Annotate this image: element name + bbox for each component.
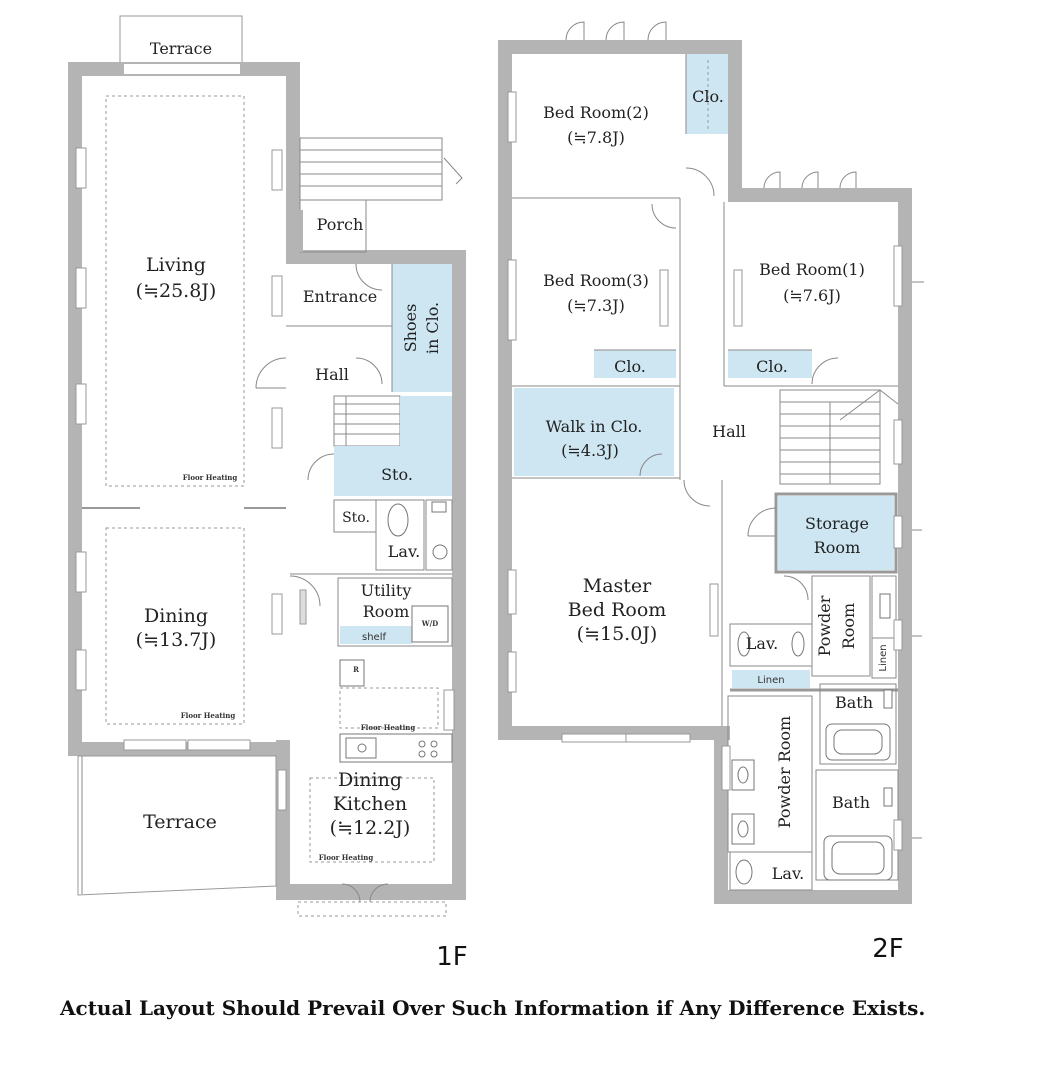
washer-dryer (411, 605, 449, 643)
label-refrigerator: R (353, 665, 359, 674)
floor-2-plan (498, 21, 924, 904)
terrace-opening (124, 64, 240, 74)
label-powder-room-upper-2: Room (839, 603, 858, 649)
wall (452, 250, 466, 900)
linen-closet-horizontal (732, 670, 810, 688)
top-terrace-area (119, 15, 243, 69)
storage-closet (334, 396, 452, 496)
label-dining-kitchen-size: (≒12.2J) (330, 817, 411, 839)
lavatory (375, 499, 425, 571)
utility-room (337, 577, 453, 647)
storage-room (778, 496, 894, 570)
floor-label-2f: 2F (872, 934, 904, 964)
floor-label-1f: 1F (436, 942, 468, 972)
label-entrance: Entrance (303, 287, 377, 306)
label-shelf: shelf (362, 632, 386, 643)
label-utility-1: Utility (361, 581, 412, 600)
label-closet-bed2: Clo. (692, 87, 724, 106)
label-shoes-closet-1: Shoes (401, 304, 420, 353)
label-lav-upper: Lav. (746, 634, 778, 653)
label-bed-room-3: Bed Room(3) (543, 271, 649, 290)
note-floor-heating-kitchen: Floor Heating (361, 723, 416, 732)
label-hall-1f: Hall (315, 365, 349, 384)
label-master-1: Master (583, 575, 652, 597)
lavatory-lower (729, 851, 813, 891)
closet-bed2 (686, 54, 728, 134)
label-linen-vertical: Linen (878, 644, 889, 671)
label-terrace-top: Terrace (150, 39, 212, 58)
bottom-terrace-area (77, 755, 277, 896)
walk-in-closet (514, 388, 674, 476)
label-living: Living (146, 254, 206, 276)
label-terrace-bottom: Terrace (143, 811, 217, 833)
label-shoes-closet-2: in Clo. (423, 302, 442, 354)
label-master-size: (≒15.0J) (577, 623, 658, 645)
label-dining: Dining (144, 605, 208, 627)
wall (276, 740, 290, 900)
label-bath-lower: Bath (832, 793, 870, 812)
label-dining-kitchen-1: Dining (338, 769, 402, 791)
label-dining-kitchen-2: Kitchen (333, 793, 407, 815)
label-bed-room-1-size: (≒7.6J) (783, 286, 841, 305)
label-walk-in-closet-size: (≒4.3J) (561, 441, 619, 460)
label-powder-room-lower: Powder Room (775, 716, 794, 828)
dining-floor-heating-zone (105, 527, 245, 725)
wall (728, 40, 742, 200)
note-floor-heating-dk: Floor Heating (319, 853, 374, 862)
porch-steps (299, 137, 443, 201)
linen-closet-vertical (871, 637, 897, 679)
refrigerator (339, 659, 365, 687)
label-lav-1f: Lav. (388, 542, 420, 561)
wall (286, 62, 300, 252)
label-hall-2f: Hall (712, 422, 746, 441)
label-powder-room-upper-1: Powder (815, 595, 834, 656)
label-washer-dryer: W/D (421, 619, 439, 628)
floor-1-plan (68, 15, 466, 917)
living-floor-heating-zone (105, 95, 245, 487)
lavatory-upper (729, 623, 813, 667)
label-utility-2: Room (363, 602, 409, 621)
label-storage-room-2: Room (814, 538, 860, 557)
wall (714, 890, 912, 904)
wall (498, 40, 512, 740)
label-walk-in-closet: Walk in Clo. (546, 417, 643, 436)
label-storage-1f: Sto. (381, 465, 413, 484)
label-storage-room-1: Storage (805, 514, 869, 533)
label-bed-room-2-size: (≒7.8J) (567, 128, 625, 147)
label-bath-upper: Bath (835, 693, 873, 712)
wall (498, 40, 742, 54)
shoes-closet (392, 264, 452, 392)
closet-bed3 (594, 350, 676, 378)
label-bed-room-2: Bed Room(2) (543, 103, 649, 122)
wall (728, 188, 912, 202)
gate (443, 157, 463, 185)
label-small-storage: Sto. (342, 510, 370, 526)
wall (898, 188, 912, 904)
note-floor-heating-living: Floor Heating (183, 473, 238, 482)
bath-upper (819, 683, 897, 765)
label-master-2: Bed Room (568, 599, 667, 621)
label-bed-room-3-size: (≒7.3J) (567, 296, 625, 315)
label-linen-horizontal: Linen (757, 675, 784, 686)
label-bed-room-1: Bed Room(1) (759, 260, 865, 279)
label-lav-lower: Lav. (772, 864, 804, 883)
wall (286, 250, 466, 264)
wall (276, 884, 466, 900)
disclaimer-text: Actual Layout Should Prevail Over Such I… (59, 996, 925, 1020)
label-living-size: (≒25.8J) (136, 280, 217, 302)
label-dining-size: (≒13.7J) (136, 629, 217, 651)
label-closet-bed3: Clo. (614, 357, 646, 376)
closet-bed1 (728, 350, 812, 378)
note-floor-heating-dining: Floor Heating (181, 711, 236, 720)
label-closet-bed1: Clo. (756, 357, 788, 376)
label-porch: Porch (317, 215, 364, 234)
dining-kitchen-floor-heating-zone (309, 777, 435, 863)
